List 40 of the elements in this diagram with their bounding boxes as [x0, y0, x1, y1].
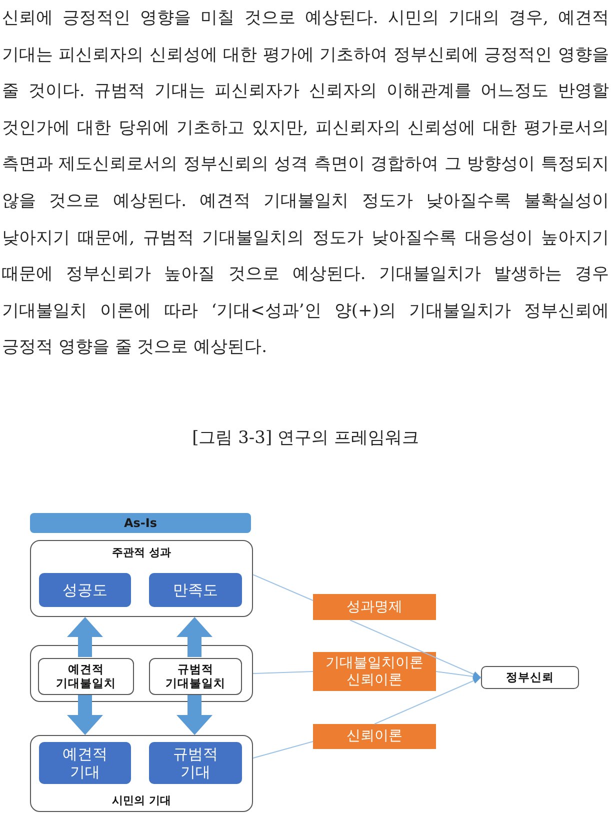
figure-caption: [그림 3-3] 연구의 프레임워크: [192, 427, 419, 449]
block-arrow: [176, 617, 212, 657]
node-label: 정부신뢰: [506, 670, 554, 684]
body-paragraph: 신뢰에 긍정적인 영향을 미칠 것으로 예상된다. 시민의 기대의 경우, 예견적 기대는 피신뢰자의 신뢰성에 대한 평가에 기초하여 정부신뢰에 긍정적인 영향을 줄 것이다. 규범적 기대는 피신뢰자가 신뢰자의 이해관계를 어느정도 반영할 것인가에 대한 당위에 기초하고 있지만, 피신뢰자의 신뢰성에 대한 평가로서의 측면과 제도신뢰로서의 정부신뢰의 성격 측면이 경합하여 그 방향성이 특정되지 않을 것으로 예상된다. 예견적 기대불일치 정도가 낮아질수록 불확실성이 낮아지기 때문에, 규범적 기대불일치의 정도가 낮아질수록 대응성이 높아지기 때문에 정부신뢰가 높아질 것으로 예상된다. 기대불일치가 발생하는 경우 기대불일치 이론에 따라 ‘기대<성과’인 양(+)의 기대불일치가 정부신뢰에 긍정적 영향을 줄 것으로 예상된다.: [2, 7, 609, 360]
theory-box: [313, 724, 436, 749]
block-arrow: [176, 694, 212, 735]
connector-line: [252, 671, 314, 674]
node-label: 신뢰이론: [346, 672, 402, 688]
factor-box: [39, 742, 131, 784]
arrow: [349, 620, 482, 678]
block-arrow: [67, 617, 103, 657]
arrow: [436, 671, 482, 680]
connector-line: [252, 574, 314, 601]
theory-box: [313, 652, 436, 691]
node-label: 신뢰이론: [346, 728, 402, 745]
group-panel: [30, 540, 253, 617]
factor-box: [149, 658, 242, 695]
node-label: 규범적 기대: [172, 745, 219, 781]
node-label: 주관적 성과: [112, 546, 171, 560]
connector-line: [252, 741, 314, 759]
node-label: 시민의 기대: [112, 794, 171, 807]
factor-box: [149, 573, 242, 607]
node-label: As-Is: [124, 516, 158, 530]
node-label: 예견적 기대: [62, 745, 108, 781]
outcome-box: [481, 666, 579, 689]
group-panel: [30, 735, 253, 812]
group-panel: [30, 645, 253, 702]
block-arrow: [67, 694, 103, 735]
node-label: 예견적 기대불일치: [55, 662, 117, 690]
factor-box: [38, 658, 134, 695]
theory-box: [313, 594, 436, 620]
factor-box: [39, 573, 131, 607]
banner-bar: [30, 513, 251, 533]
node-label: 규범적 기대불일치: [164, 662, 226, 690]
node-label: 만족도: [173, 581, 218, 599]
node-label: 기대불일치이론: [326, 654, 424, 672]
node-label: 성과명제: [346, 598, 402, 616]
factor-box: [149, 742, 242, 784]
arrow: [374, 677, 482, 724]
node-label: 성공도: [62, 581, 108, 599]
